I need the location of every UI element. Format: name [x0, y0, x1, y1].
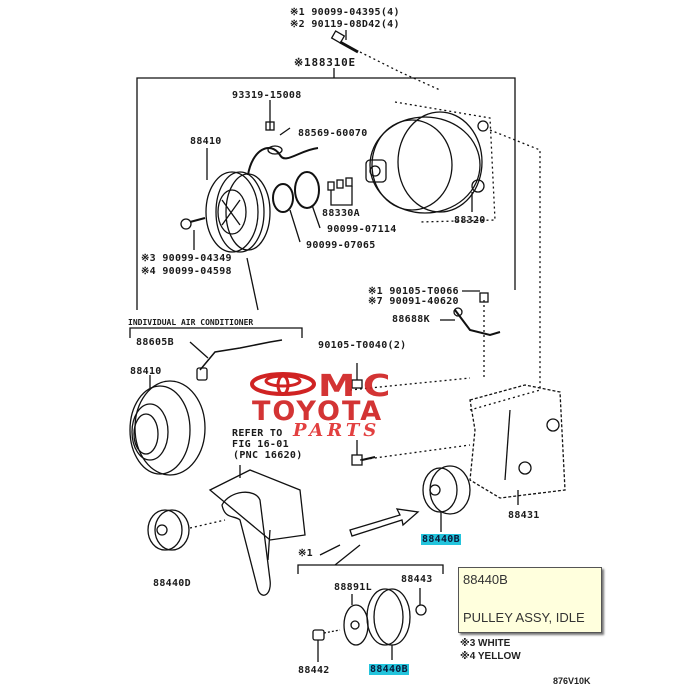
arrow-icon	[349, 508, 420, 537]
label-90105-t0040[interactable]: 90105-T0040(2)	[318, 340, 407, 351]
bolt-3-icon	[180, 217, 206, 230]
label-individual-ac: INDIVIDUAL AIR CONDITIONER	[128, 318, 254, 327]
part-tooltip: 88440B PULLEY ASSY, IDLE	[458, 567, 602, 633]
watermark-mc: MC	[318, 369, 398, 404]
label-88320[interactable]: 88320	[454, 215, 486, 226]
note-yellow: ※4 YELLOW	[460, 651, 521, 662]
label-90105-t0066[interactable]: ※1 90105-T0066	[368, 286, 459, 297]
label-93319[interactable]: 93319-15008	[232, 90, 302, 101]
label-refer-fig[interactable]: FIG 16-01	[232, 439, 289, 450]
label-refer-to: REFER TO	[232, 428, 283, 439]
pulley-88440d-icon	[147, 509, 190, 551]
label-header-bolt-1: ※1 90099-04395(4)	[290, 7, 400, 18]
highlighted-part-88440b[interactable]: 88440B	[421, 534, 461, 545]
label-88569[interactable]: 88569-60070	[298, 128, 368, 139]
clutch-top-icon	[205, 171, 271, 253]
highlighted-part-88440b-bottom[interactable]: 88440B	[369, 664, 409, 675]
individual-ac-bracket	[129, 327, 303, 338]
label-refer-pnc: (PNC 16620)	[233, 450, 303, 461]
label-88440b-right[interactable]: 88440B	[421, 534, 461, 545]
label-assembly-88310e[interactable]: ※188310E	[294, 56, 356, 69]
label-header-bolt-2: ※2 90119-08D42(4)	[290, 19, 400, 30]
label-90099-04349[interactable]: ※3 90099-04349	[141, 253, 232, 264]
label-88410-top[interactable]: 88410	[190, 136, 222, 147]
label-90099-07114[interactable]: 90099-07114	[327, 224, 397, 235]
note-white: ※3 WHITE	[460, 638, 511, 649]
label-88442[interactable]: 88442	[298, 665, 330, 676]
label-88431[interactable]: 88431	[508, 510, 540, 521]
label-sub-group: ※1	[298, 548, 313, 559]
label-88410-mid[interactable]: 88410	[130, 366, 162, 377]
label-88891l[interactable]: 88891L	[334, 582, 372, 593]
watermark-parts: PARTS	[293, 420, 381, 441]
toyota-logo-icon	[250, 372, 316, 396]
watermark-toyota: TOYOTA	[252, 396, 384, 427]
label-88440d[interactable]: 88440D	[153, 578, 191, 589]
label-88443[interactable]: 88443	[401, 574, 433, 585]
tooltip-part-number: 88440B	[463, 572, 508, 587]
figure-code: 876V10K	[553, 676, 591, 686]
label-90099-07065[interactable]: 90099-07065	[306, 240, 376, 251]
label-88330a[interactable]: 88330A	[322, 208, 360, 219]
assembly-bracket	[136, 77, 516, 310]
label-88440b-bottom[interactable]: 88440B	[369, 664, 409, 675]
pulley-88440b-upper-icon	[422, 465, 471, 515]
bolt-top-icon	[330, 30, 359, 54]
clutch-mid-icon	[129, 380, 206, 476]
label-88605b[interactable]: 88605B	[136, 337, 174, 348]
pulley-88440b-lower-icon	[312, 588, 427, 646]
compressor-icon	[365, 101, 496, 223]
sub-group-bracket	[297, 564, 444, 574]
label-88688k[interactable]: 88688K	[392, 314, 430, 325]
label-90091-40620[interactable]: ※7 90091-40620	[368, 296, 459, 307]
label-90099-04598[interactable]: ※4 90099-04598	[141, 266, 232, 277]
bracket-88431-icon	[469, 384, 566, 505]
tooltip-part-name: PULLEY ASSY, IDLE	[463, 610, 585, 625]
